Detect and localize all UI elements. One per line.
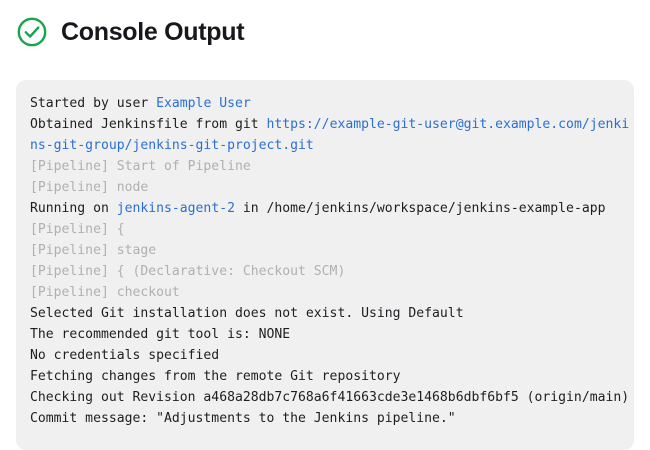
log-text: [Pipeline] {	[30, 222, 125, 237]
page-title: Console Output	[61, 17, 245, 46]
log-text: [Pipeline] node	[30, 180, 149, 195]
log-text: [Pipeline] stage	[30, 243, 157, 258]
log-line: Obtained Jenkinsfile from git https://ex…	[30, 114, 634, 156]
log-link[interactable]: jenkins-agent-2	[116, 201, 235, 216]
log-link[interactable]: Example User	[156, 96, 251, 111]
log-text: Running on	[30, 201, 117, 216]
log-text: Fetching changes from the remote Git rep…	[30, 369, 401, 384]
log-text: Obtained Jenkinsfile from git	[30, 117, 267, 132]
log-text: No credentials specified	[30, 348, 220, 363]
log-line: Selected Git installation does not exist…	[30, 303, 634, 324]
log-line: Checking out Revision a468a28db7c768a6f4…	[30, 387, 634, 408]
log-line: [Pipeline] Start of Pipeline	[30, 156, 634, 177]
log-text: [Pipeline] checkout	[30, 285, 180, 300]
log-text: Started by user	[30, 96, 157, 111]
log-text: The recommended git tool is: NONE	[30, 327, 291, 342]
log-text: [Pipeline] { (Declarative: Checkout SCM)	[30, 264, 346, 279]
log-text: Selected Git installation does not exist…	[30, 306, 464, 321]
log-line: Commit message: "Adjustments to the Jenk…	[30, 408, 634, 429]
log-line: Running on jenkins-agent-2 in /home/jenk…	[30, 198, 634, 219]
log-line: Started by user Example User	[30, 93, 634, 114]
log-line: The recommended git tool is: NONE	[30, 324, 634, 345]
check-circle-icon	[16, 16, 48, 48]
log-line: [Pipeline] stage	[30, 240, 634, 261]
log-text: Commit message: "Adjustments to the Jenk…	[30, 411, 456, 426]
log-line: [Pipeline] node	[30, 177, 634, 198]
log-line: No credentials specified	[30, 345, 634, 366]
log-line: Fetching changes from the remote Git rep…	[30, 366, 634, 387]
page-header: Console Output	[0, 0, 650, 48]
log-line: [Pipeline] { (Declarative: Checkout SCM)	[30, 261, 634, 282]
log-link[interactable]: https://example-git-user@git.example.com…	[30, 117, 630, 153]
log-text: [Pipeline] Start of Pipeline	[30, 159, 251, 174]
log-line: [Pipeline] checkout	[30, 282, 634, 303]
log-text: Checking out Revision a468a28db7c768a6f4…	[30, 390, 630, 405]
log-line: [Pipeline] {	[30, 219, 634, 240]
log-text: in /home/jenkins/workspace/jenkins-examp…	[234, 201, 606, 216]
